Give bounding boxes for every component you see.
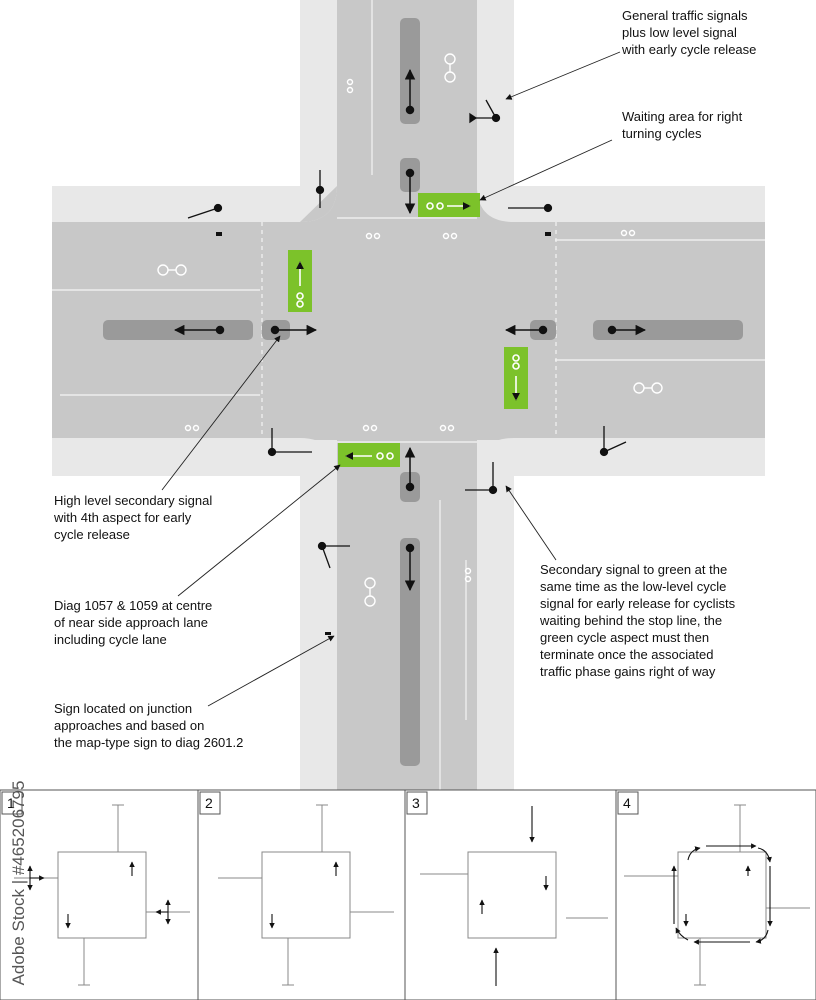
traffic-islands	[103, 18, 743, 766]
cycle-waiting-areas	[288, 193, 528, 467]
road-surface	[52, 0, 765, 790]
stage-panels	[0, 789, 816, 1000]
callout-high-level-secondary: High level secondary signal with 4th asp…	[54, 493, 213, 542]
callout-secondary-green: Secondary signal to green at the same ti…	[540, 562, 736, 679]
callout-sign-located: Sign located on junction approaches and …	[54, 701, 244, 750]
lane-arrows	[173, 68, 647, 592]
callout-leaders	[161, 51, 621, 707]
watermark-text: Adobe Stock | #465206795	[9, 780, 28, 985]
panel-number-4: 4	[623, 795, 631, 811]
bicycle-symbols	[157, 53, 663, 607]
panel-number-3: 3	[412, 795, 420, 811]
callout-waiting-area: Waiting area for right turning cycles	[622, 109, 743, 141]
panel-number-2: 2	[205, 795, 213, 811]
watermark: Adobe Stock | #465206795	[6, 770, 32, 995]
kerb-corner-nw	[300, 186, 337, 222]
panel-diagrams	[14, 804, 810, 986]
signal-heads	[187, 99, 627, 635]
callout-general-signals: General traffic signals plus low level s…	[622, 8, 757, 57]
panel-number-1: 1	[7, 795, 15, 811]
callout-diag-1057: Diag 1057 & 1059 at centre of near side …	[54, 598, 213, 647]
panel-arrows	[27, 806, 773, 986]
